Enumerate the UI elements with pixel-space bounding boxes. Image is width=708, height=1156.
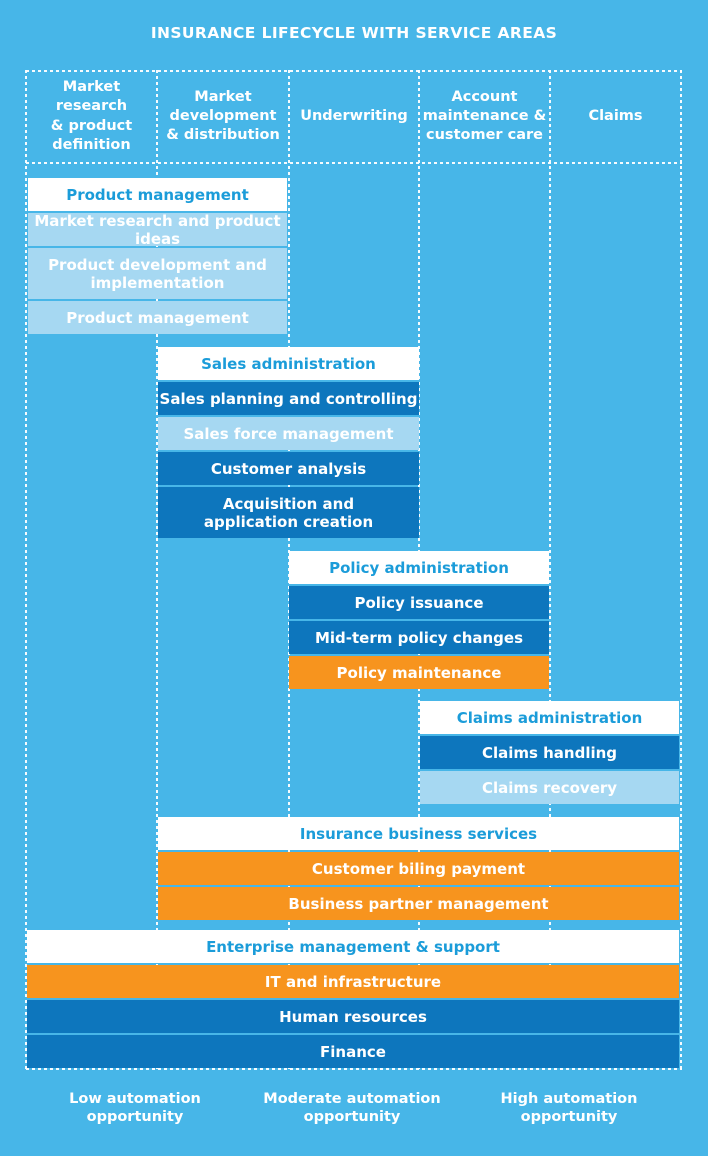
column-header-account-maintenance: Account maintenance & customer care <box>422 88 547 144</box>
block-customer-biling-payment: Customer biling payment <box>158 852 679 885</box>
group-header: Insurance business services <box>158 817 679 850</box>
block-human-resources: Human resources <box>27 1000 679 1033</box>
block-finance: Finance <box>27 1035 679 1068</box>
group-sales-administration: Sales administration Sales planning and … <box>158 347 419 538</box>
header-bottom-line <box>26 162 682 164</box>
block-claims-handling: Claims handling <box>420 736 679 769</box>
block-product-management: Product management <box>28 301 287 334</box>
column-divider-line <box>25 70 27 1069</box>
column-divider-line <box>156 70 158 1069</box>
block-product-development-and-implementation: Product development and implementation <box>28 248 287 299</box>
block-it-and-infrastructure: IT and infrastructure <box>27 965 679 998</box>
group-header: Claims administration <box>420 701 679 734</box>
legend-low-automation: Low automation opportunity <box>69 1090 201 1125</box>
header-top-line <box>26 70 682 72</box>
group-header: Product management <box>28 178 287 211</box>
block-business-partner-management: Business partner management <box>158 887 679 920</box>
diagram-bottom-line <box>26 1068 682 1070</box>
block-market-research-and-product-ideas: Market research and product ideas <box>28 212 287 248</box>
diagram-title: INSURANCE LIFECYCLE WITH SERVICE AREAS <box>150 24 558 42</box>
column-divider-line <box>549 70 551 1069</box>
block-mid-term-policy-changes: Mid-term policy changes <box>289 621 549 654</box>
block-policy-maintenance: Policy maintenance <box>289 656 549 689</box>
group-header: Policy administration <box>289 551 549 584</box>
group-insurance-business-services: Insurance business services Customer bil… <box>158 817 679 920</box>
group-header: Enterprise management & support <box>27 930 679 963</box>
group-header: Sales administration <box>158 347 419 380</box>
column-divider-line <box>680 70 682 1069</box>
group-claims-administration: Claims administration Claims handling Cl… <box>420 701 679 804</box>
legend-moderate-automation: Moderate automation opportunity <box>263 1090 441 1125</box>
legend: Low automation opportunity Moderate auto… <box>28 1082 676 1134</box>
column-header-market-development: Market development & distribution <box>166 88 280 144</box>
block-sales-force-management: Sales force management <box>158 417 419 450</box>
block-sales-planning-and-controlling: Sales planning and controlling <box>158 382 419 415</box>
column-header-claims: Claims <box>588 107 643 124</box>
block-policy-issuance: Policy issuance <box>289 586 549 619</box>
column-header-market-research: Market research & product definition <box>50 79 133 153</box>
block-acquisition-and-application-creation: Acquisition and application creation <box>158 487 419 538</box>
column-header-underwriting: Underwriting <box>300 107 408 124</box>
group-policy-administration: Policy administration Policy issuance Mi… <box>289 551 549 689</box>
legend-high-automation: High automation opportunity <box>500 1090 638 1125</box>
block-customer-analysis: Customer analysis <box>158 452 419 485</box>
block-claims-recovery: Claims recovery <box>420 771 679 804</box>
group-product-management: Product management Market research and p… <box>28 178 287 334</box>
group-enterprise-management-support: Enterprise management & support IT and i… <box>27 930 679 1068</box>
